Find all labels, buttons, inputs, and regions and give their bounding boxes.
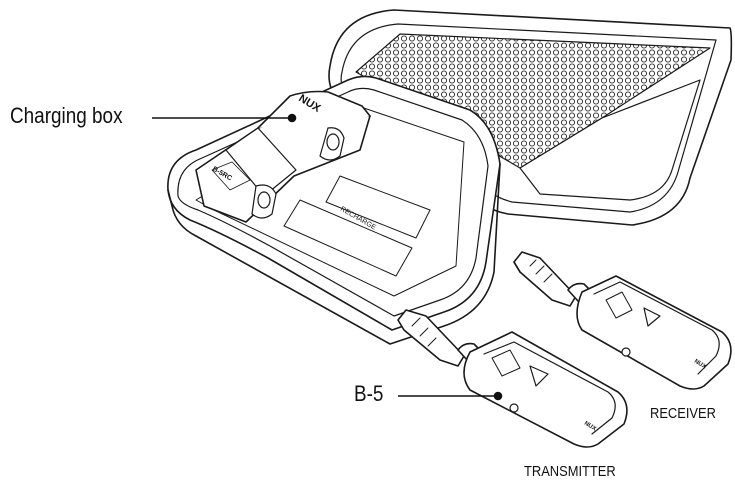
receiver-label: RECEIVER	[650, 405, 716, 422]
receiver-plug	[513, 251, 577, 307]
charging-box-dot	[287, 113, 297, 123]
charging-box-label: Charging box	[10, 103, 123, 128]
transmitter-label: TRANSMITTER	[524, 463, 616, 480]
receiver-logo: NUX	[693, 359, 707, 371]
charging-box	[195, 90, 431, 277]
charging-port-front	[257, 191, 271, 209]
receiver-triangle-icon	[643, 307, 661, 327]
b5-label: B-5	[354, 381, 384, 406]
case-lid	[328, 9, 733, 226]
transmitter-button	[509, 403, 519, 413]
charging-port-rear	[326, 133, 340, 151]
receiver-button	[621, 347, 631, 357]
transmitter-device	[397, 309, 628, 448]
transmitter-logo: NUX	[583, 421, 597, 433]
b5-dot	[493, 391, 503, 401]
transmitter-triangle-icon	[529, 365, 549, 387]
receiver-device	[513, 251, 732, 390]
